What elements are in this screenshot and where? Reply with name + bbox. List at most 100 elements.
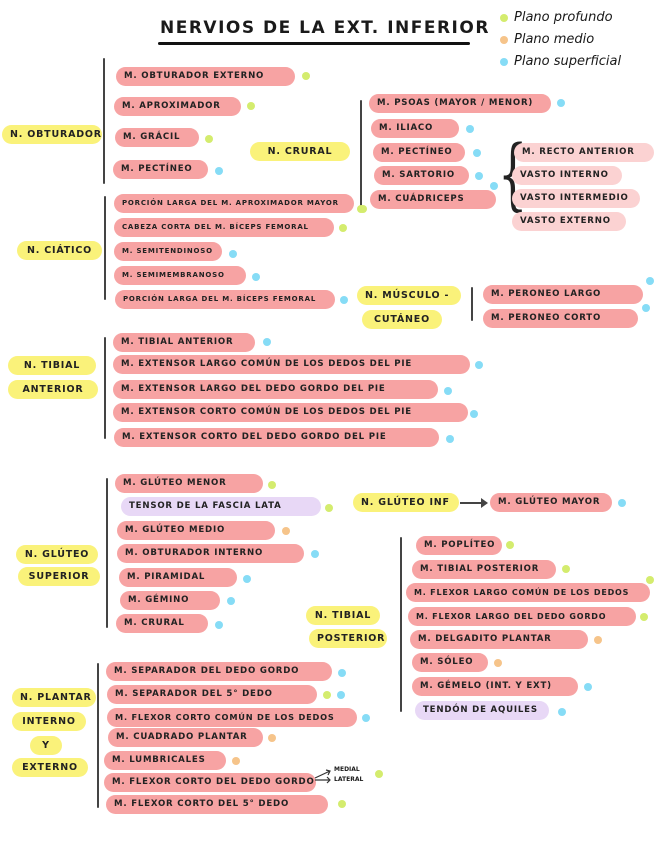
- muscle-obturador-interno: M. Obturador interno: [117, 544, 304, 563]
- muscle-gemino: M. Gémino: [120, 591, 220, 610]
- dot-profundo-icon: [500, 13, 508, 22]
- tendon-aquiles: Tendón de Aquiles: [415, 701, 549, 720]
- muscle-cuadrado-plantar: M. Cuadrado plantar: [108, 728, 263, 747]
- muscle-cuadriceps: M. Cuádriceps: [370, 190, 496, 209]
- muscle-gluteo-menor: M. Glúteo menor: [115, 474, 263, 493]
- muscle-gemelo: M. Gémelo (int. y ext): [412, 677, 578, 696]
- dot-superficial-icon: [444, 387, 452, 395]
- dot-superficial-icon: [500, 57, 508, 66]
- dot-medio-icon: [282, 527, 290, 535]
- cuadriceps-recto-anterior: M. Recto anterior: [514, 143, 654, 162]
- dot-superficial-icon: [243, 575, 251, 583]
- nerve-crural: N. Crural: [250, 142, 350, 161]
- muscle-lumbricales: M. Lumbricales: [104, 751, 226, 770]
- dot-superficial-icon: [642, 304, 650, 312]
- legend-item-profundo: Plano profundo: [500, 10, 613, 25]
- muscle-crural: M. Crural: [116, 614, 208, 633]
- nerve-tibial-posterior-line1: N. Tibial: [306, 606, 380, 625]
- dot-superficial-icon: [475, 361, 483, 369]
- muscle-extensor-largo-comun: M. Extensor largo común de los dedos del…: [113, 355, 470, 374]
- muscle-psoas: M. Psoas (mayor / menor): [369, 94, 551, 113]
- dot-profundo-icon: [302, 72, 310, 80]
- dot-superficial-icon: [215, 621, 223, 629]
- dot-superficial-icon: [473, 149, 481, 157]
- dot-superficial-icon: [337, 691, 345, 699]
- muscle-separador-dedo-gordo: M. Separador del dedo gordo: [106, 662, 332, 681]
- dot-medio-icon: [594, 636, 602, 644]
- dot-superficial-icon: [646, 277, 654, 285]
- dot-profundo-icon: [339, 224, 347, 232]
- bracket-line: [106, 478, 108, 628]
- branch-medial: Medial: [334, 766, 360, 773]
- dot-profundo-icon: [268, 481, 276, 489]
- nerve-tibial-anterior-line1: N. Tibial: [8, 356, 96, 375]
- title-underline: [158, 42, 470, 45]
- muscle-extensor-largo-dedo-gordo: M. Extensor largo del dedo gordo del pie: [113, 380, 438, 399]
- legend-item-superficial: Plano superficial: [500, 54, 621, 69]
- muscle-flexor-largo-dedo-gordo: M. Flexor largo del dedo gordo: [408, 607, 636, 626]
- dot-superficial-icon: [470, 410, 478, 418]
- dot-superficial-icon: [557, 99, 565, 107]
- muscle-flexor-largo-comun: M. Flexor largo común de los dedos: [406, 583, 650, 602]
- nerve-ciatico: N. Ciático: [17, 241, 102, 260]
- muscle-tibial-posterior: M. Tibial posterior: [412, 560, 556, 579]
- muscle-soleo: M. Sóleo: [412, 653, 488, 672]
- nerve-gluteo-inferior: N. Glúteo inf: [353, 493, 459, 512]
- bracket-line: [97, 663, 99, 808]
- cuadriceps-vasto-interno: Vasto interno: [512, 166, 622, 185]
- dot-profundo-icon: [375, 770, 383, 778]
- split-arrow-icon: [314, 769, 331, 784]
- bracket-line: [400, 537, 402, 712]
- dot-superficial-icon: [252, 273, 260, 281]
- muscle-flexor-corto-dedo-gordo: M. Flexor corto del dedo gordo: [104, 773, 316, 792]
- dot-superficial-icon: [446, 435, 454, 443]
- muscle-flexor-corto-5-dedo: M. Flexor corto del 5° dedo: [106, 795, 328, 814]
- bracket-line: [471, 287, 473, 321]
- muscle-pectineo: M. Pectíneo: [113, 160, 208, 179]
- dot-profundo-icon: [247, 102, 255, 110]
- dot-superficial-icon: [311, 550, 319, 558]
- nerve-gluteo-superior-line1: N. Glúteo: [16, 545, 98, 564]
- muscle-tensor-fascia-lata: Tensor de la fascia lata: [121, 497, 321, 516]
- bracket-line: [104, 196, 106, 300]
- muscle-cabeza-corta-biceps: Cabeza corta del M. bíceps femoral: [114, 218, 334, 237]
- dot-superficial-icon: [475, 172, 483, 180]
- muscle-semimembranoso: M. Semimembranoso: [114, 266, 246, 285]
- dot-superficial-icon: [338, 669, 346, 677]
- dot-superficial-icon: [263, 338, 271, 346]
- dot-superficial-icon: [229, 250, 237, 258]
- dot-profundo-icon: [562, 565, 570, 573]
- muscle-iliaco: M. Iliaco: [371, 119, 459, 138]
- dot-medio-icon: [500, 35, 508, 44]
- muscle-extensor-corto-comun: M. Extensor corto común de los dedos del…: [113, 403, 468, 422]
- dot-medio-icon: [494, 659, 502, 667]
- legend-label: Plano profundo: [514, 10, 613, 25]
- bracket-line: [104, 337, 106, 439]
- dot-superficial-icon: [618, 499, 626, 507]
- muscle-piramidal: M. Piramidal: [119, 568, 237, 587]
- muscle-porcion-larga-aproximador: Porción larga del M. aproximador mayor: [114, 194, 354, 213]
- dot-superficial-icon: [227, 597, 235, 605]
- muscle-peroneo-largo: M. Peroneo largo: [483, 285, 643, 304]
- dot-profundo-icon: [646, 576, 654, 584]
- dot-profundo-icon: [205, 135, 213, 143]
- muscle-extensor-corto-dedo-gordo: M. Extensor corto del dedo gordo del pie: [114, 428, 439, 447]
- nerve-plantar-line1: N. Plantar: [12, 688, 96, 707]
- nerve-gluteo-superior-line2: superior: [18, 567, 100, 586]
- branch-lateral: Lateral: [334, 776, 364, 783]
- page-title: Nervios de la ext. inferior: [160, 18, 490, 38]
- cuadriceps-vasto-intermedio: Vasto intermedio: [512, 189, 640, 208]
- muscle-aproximador: M. Aproximador: [114, 97, 241, 116]
- muscle-gluteo-mayor: M. Glúteo mayor: [490, 493, 612, 512]
- nerve-plantar-line4: externo: [12, 758, 88, 777]
- nerve-plantar-line2: interno: [12, 712, 86, 731]
- dot-superficial-icon: [558, 708, 566, 716]
- muscle-obturador-externo: M. Obturador externo: [116, 67, 295, 86]
- muscle-separador-5-dedo: M. Separador del 5° dedo: [107, 685, 317, 704]
- nerve-musculocutaneo-line1: N. Músculo -: [357, 286, 461, 305]
- nerve-plantar-line3: y: [30, 736, 62, 755]
- muscle-gracil: M. Grácil: [115, 128, 199, 147]
- muscle-gluteo-medio: M. Glúteo medio: [117, 521, 275, 540]
- dot-profundo-icon: [323, 691, 331, 699]
- dot-profundo-icon: [640, 613, 648, 621]
